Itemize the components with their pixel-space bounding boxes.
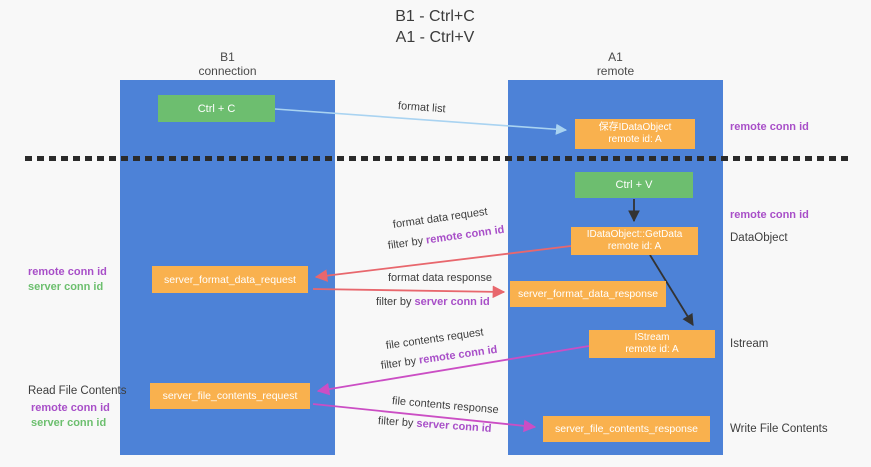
left-server-conn-id-1: server conn id [28,281,104,293]
server-file-contents-response-label: server_file_contents_response [554,423,698,435]
left-remote-conn-id-2: remote conn id [31,402,110,414]
left-read-file-contents-label: Read File Contents [28,385,127,397]
idataobject-getdata-box: IDataObject::GetData remote id: A [571,227,698,255]
diagram-title: B1 - Ctrl+C A1 - Ctrl+V [285,6,585,48]
lane-a1-subtitle: remote [596,64,635,78]
right-remote-conn-id-1: remote conn id [730,121,809,133]
right-istream-label: Istream [730,338,769,350]
ctrl-c-box: Ctrl + C [158,95,275,122]
format-data-response-label: format data response [388,272,492,284]
ctrl-v-box: Ctrl + V [575,172,693,198]
server-format-data-request-label: server_format_data_request [164,273,296,286]
lane-b1-subtitle: connection [198,64,257,78]
istream-box: IStream remote id: A [589,330,715,358]
lane-a1-title: A1 [608,50,623,64]
ctrl-v-label: Ctrl + V [615,179,653,191]
filter-remote-conn-id-2: remote conn id [418,343,499,367]
arrow-format-data-response [312,285,506,299]
file-contents-response-label: file contents response [391,395,500,417]
filter-server-conn-id-2: server conn id [416,417,492,435]
filter-server-conn-id-1: server conn id [414,296,490,308]
istream-line1: IStream [634,331,670,343]
left-server-conn-id-2: server conn id [31,417,107,429]
format-list-label: format list [397,100,446,116]
server-file-contents-request-box: server_file_contents_request [150,383,310,409]
dashed-separator-line [25,156,852,161]
getdata-line2: remote id: A [607,241,662,252]
right-remote-conn-id-2: remote conn id [730,209,809,221]
filter-by-text-1: filter by [387,234,427,252]
getdata-line1: IDataObject::GetData [586,228,683,240]
istream-line2: remote id: A [625,344,679,355]
format-data-response-filter-label: filter by server conn id [376,296,490,308]
server-file-contents-response-box: server_file_contents_response [543,416,710,442]
save-idataobject-box: 保存IDataObject remote id: A [575,119,695,149]
filter-by-text-2: filter by [376,296,415,308]
server-file-contents-request-label: server_file_contents_request [162,390,298,402]
ctrl-c-label: Ctrl + C [197,102,236,115]
lane-b1-title: B1 [220,50,235,64]
lane-header-a1: A1 remote [508,50,723,78]
file-contents-response-filter-label: filter by server conn id [378,415,492,435]
server-format-data-request-box: server_format_data_request [152,266,308,293]
left-remote-conn-id-1: remote conn id [28,266,107,278]
filter-remote-conn-id-1: remote conn id [425,223,506,247]
right-dataobject-label: DataObject [730,232,788,244]
filter-by-text-4: filter by [377,415,417,430]
filter-by-text-3: filter by [380,354,420,372]
server-format-data-response-label: server_format_data_response [517,288,659,300]
server-format-data-response-box: server_format_data_response [510,281,666,307]
lane-header-b1: B1 connection [120,50,335,78]
title-line-2: A1 - Ctrl+V [395,29,475,46]
save-idataobject-line1: 保存IDataObject [598,121,672,133]
right-write-file-contents-label: Write File Contents [730,423,828,435]
title-line-1: B1 - Ctrl+C [395,8,475,25]
save-idataobject-line2: remote id: A [608,134,662,145]
